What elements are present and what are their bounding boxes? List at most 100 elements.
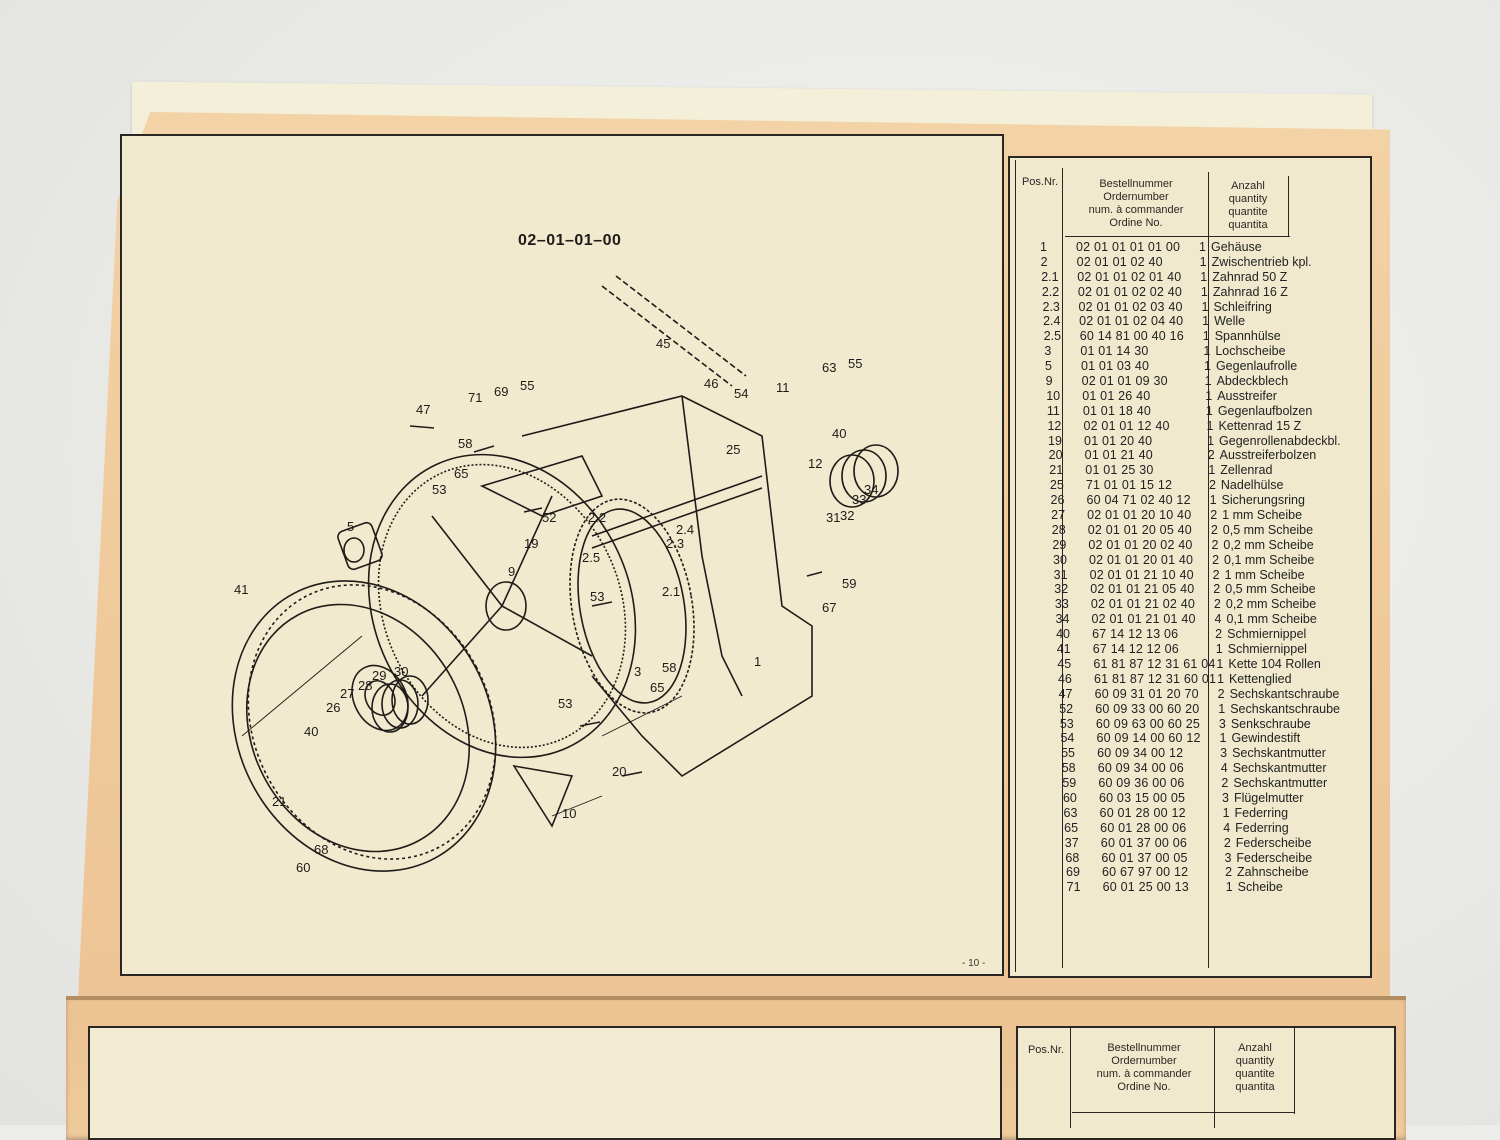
part-pos: 27 xyxy=(1051,508,1066,523)
part-pos: 33 xyxy=(1054,597,1069,612)
part-order-number: 02 01 01 02 04 40 xyxy=(1079,314,1184,329)
part-description: Flügelmutter xyxy=(1233,790,1304,805)
callout-label: 65 xyxy=(650,680,664,695)
part-description: Federscheibe xyxy=(1235,835,1312,850)
callout-label: 63 xyxy=(822,360,836,375)
part-description: Senkschraube xyxy=(1230,716,1311,731)
callout-label: 5 xyxy=(347,519,354,534)
callout-label: 71 xyxy=(468,390,482,405)
part-pos: 58 xyxy=(1061,761,1076,776)
part-pos: 1 xyxy=(1040,240,1047,254)
part-quantity: 1 xyxy=(1217,671,1224,686)
part-order-number: 60 01 25 00 13 xyxy=(1102,880,1189,895)
drawing-title: 02–01–01–00 xyxy=(518,232,622,249)
part-order-number: 60 09 63 00 60 25 xyxy=(1095,716,1201,731)
part-order-number: 60 67 97 00 12 xyxy=(1102,865,1189,880)
part-pos: 11 xyxy=(1046,403,1060,418)
part-description: Zwischentrieb kpl. xyxy=(1211,254,1312,269)
next-parts-frame xyxy=(1016,1026,1396,1140)
part-description: 0,5 mm Scheibe xyxy=(1225,582,1316,597)
part-order-number: 60 09 36 00 06 xyxy=(1098,776,1185,791)
part-order-number: 02 01 01 20 10 40 xyxy=(1087,508,1192,523)
part-order-number: 60 14 81 00 40 16 xyxy=(1079,329,1184,344)
part-pos: 53 xyxy=(1059,716,1074,731)
part-quantity: 2 xyxy=(1215,627,1223,642)
part-pos: 71 xyxy=(1066,880,1081,895)
part-description: Zahnrad 50 Z xyxy=(1212,269,1288,284)
order-label-it: Ordine No. xyxy=(1109,217,1163,229)
next-drawing-frame xyxy=(88,1026,1002,1140)
callout-label: 54 xyxy=(734,386,748,401)
part-pos: 5 xyxy=(1044,359,1052,374)
part-quantity: 2 xyxy=(1212,567,1220,582)
part-description: Welle xyxy=(1214,314,1246,329)
part-description: Schmiernippel xyxy=(1227,627,1307,642)
part-order-number: 02 01 01 09 30 xyxy=(1081,374,1168,389)
callout-label: 69 xyxy=(494,384,508,399)
part-quantity: 1 xyxy=(1200,284,1208,299)
callout-label: 58 xyxy=(662,660,676,675)
part-pos: 68 xyxy=(1065,850,1080,865)
part-order-number: 02 01 01 02 01 40 xyxy=(1077,269,1182,284)
part-description: 0,2 mm Scheibe xyxy=(1223,537,1314,552)
part-order-number: 02 01 01 21 05 40 xyxy=(1090,582,1195,597)
part-order-number: 60 01 28 00 12 xyxy=(1099,805,1186,820)
part-quantity: 1 xyxy=(1209,493,1217,508)
callout-label: 53 xyxy=(432,482,446,497)
part-order-number: 01 01 21 40 xyxy=(1084,448,1153,463)
callout-label: 40 xyxy=(832,426,846,441)
part-order-number: 01 01 26 40 xyxy=(1082,388,1151,403)
part-description: Lochscheibe xyxy=(1215,344,1286,359)
part-quantity: 1 xyxy=(1199,254,1207,269)
part-order-number: 02 01 01 20 01 40 xyxy=(1089,552,1194,567)
callout-label: 47 xyxy=(416,402,430,417)
part-order-number: 71 01 01 15 12 xyxy=(1085,478,1173,493)
part-pos: 40 xyxy=(1056,627,1071,642)
callout-label: 33 xyxy=(852,492,866,507)
callout-label: 21 xyxy=(272,794,286,809)
next-order-label-de: Bestellnummer xyxy=(1107,1042,1181,1054)
part-pos: 47 xyxy=(1058,686,1073,701)
part-description: Gewindestift xyxy=(1231,731,1301,746)
part-description: Zahnscheibe xyxy=(1237,865,1309,880)
callout-label: 9 xyxy=(508,564,515,579)
drawing-frame: 02–01–01–00 xyxy=(120,134,1004,976)
callout-label: 28 xyxy=(358,678,372,693)
part-quantity: 2 xyxy=(1210,522,1218,537)
part-pos: 52 xyxy=(1059,701,1074,716)
part-order-number: 60 09 34 00 06 xyxy=(1097,761,1184,776)
part-order-number: 61 81 87 12 31 61 04 xyxy=(1093,656,1216,671)
callout-label: 53 xyxy=(590,589,604,604)
callout-label: 2.2 xyxy=(588,510,606,525)
part-quantity: 1 xyxy=(1216,656,1224,671)
part-description: Sechskantmutter xyxy=(1233,776,1328,791)
part-quantity: 2 xyxy=(1213,597,1221,612)
part-quantity: 1 xyxy=(1205,388,1213,403)
part-pos: 65 xyxy=(1064,820,1079,835)
callout-label: 58 xyxy=(458,436,472,451)
part-pos: 41 xyxy=(1056,642,1071,657)
part-pos: 2.1 xyxy=(1041,269,1059,284)
part-order-number: 02 01 01 21 10 40 xyxy=(1089,567,1194,582)
part-pos: 30 xyxy=(1053,552,1067,567)
part-quantity: 1 xyxy=(1204,374,1212,389)
part-description: Kette 104 Rollen xyxy=(1228,656,1321,671)
part-quantity: 2 xyxy=(1208,478,1216,493)
callout-label: 26 xyxy=(326,700,340,715)
callout-label: 29 xyxy=(372,668,386,683)
part-order-number: 02 01 01 21 01 40 xyxy=(1091,612,1196,627)
part-order-number: 60 01 37 00 06 xyxy=(1100,835,1188,850)
part-quantity: 2 xyxy=(1223,835,1231,850)
part-quantity: 4 xyxy=(1214,612,1222,627)
part-description: Schmiernippel xyxy=(1227,642,1307,657)
